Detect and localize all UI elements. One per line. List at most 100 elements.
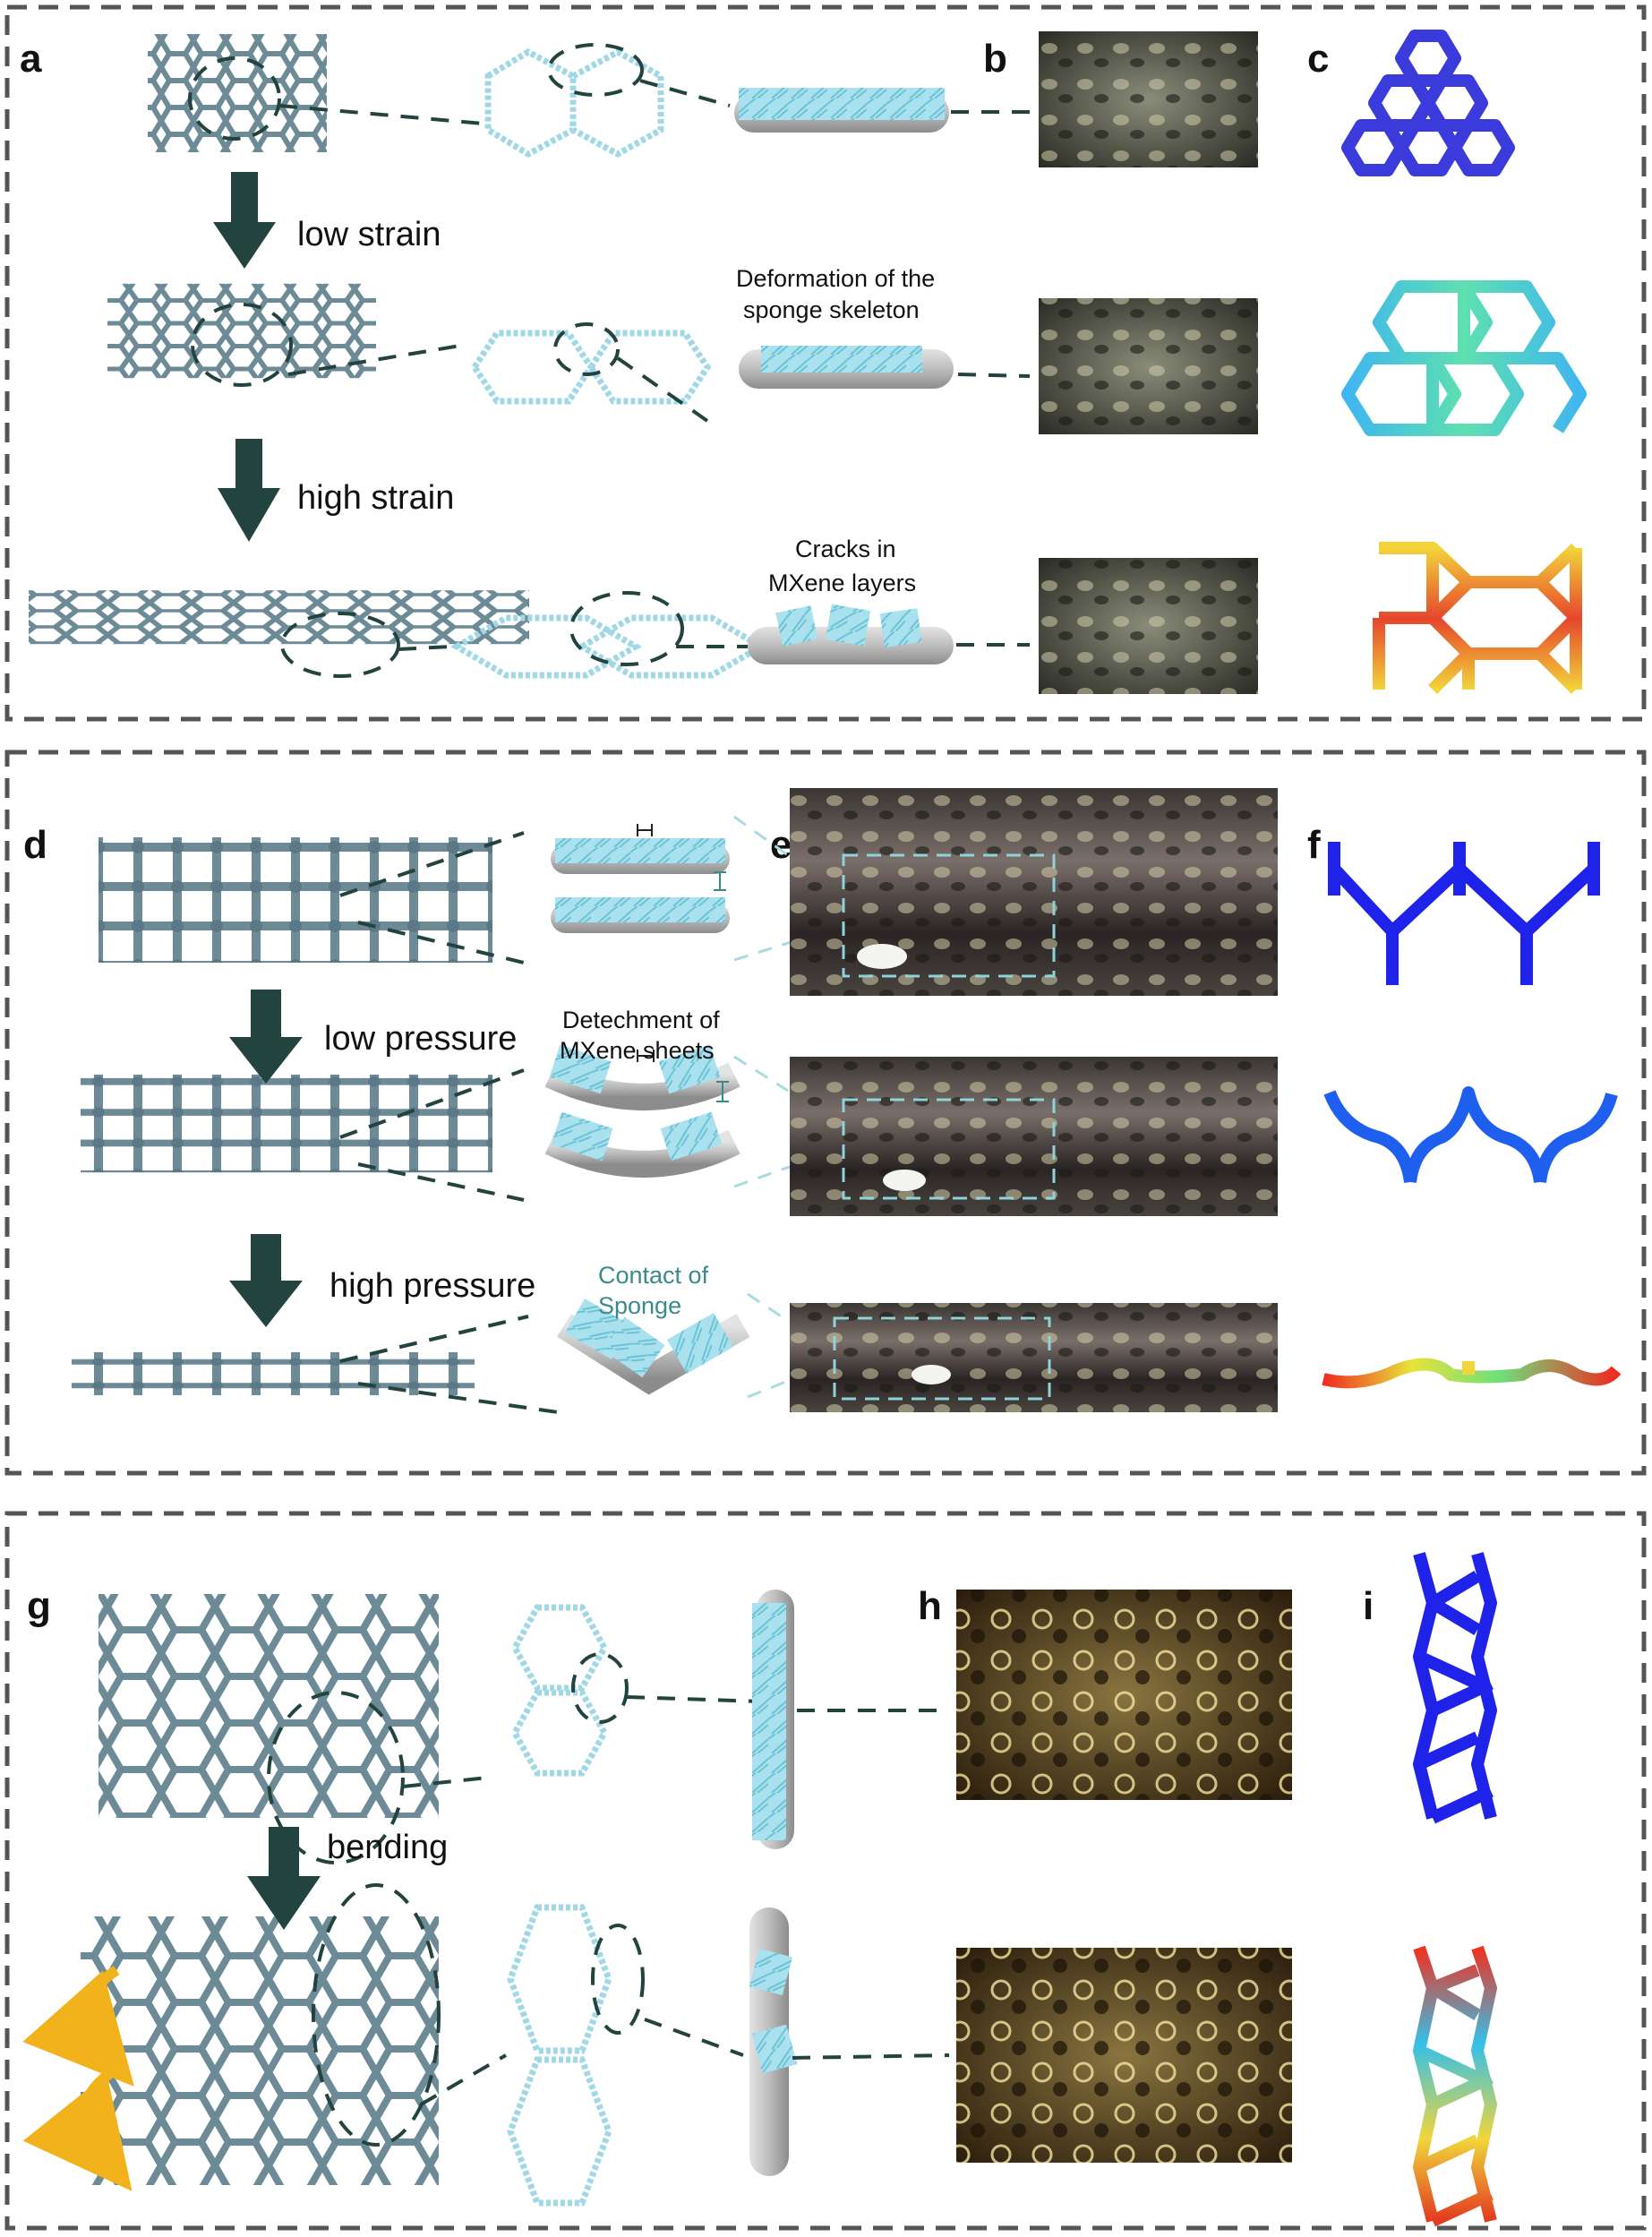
mxene-coating (555, 897, 725, 922)
panel-label-b: b (983, 37, 1007, 81)
process-arrow (229, 1234, 303, 1327)
section-frame (4, 750, 1647, 1476)
sponge-skeleton-high-strain (28, 590, 529, 645)
mxene-flake (879, 608, 922, 647)
zoom-circle (571, 1652, 629, 1724)
photo-texture (1039, 31, 1258, 167)
mxene-flake (751, 2024, 798, 2074)
zoom-circle (312, 1883, 441, 2147)
cell-hexagon (569, 48, 664, 158)
zoom-circle (267, 1691, 405, 1864)
mxene-flake (825, 604, 871, 647)
zoom-guide-line (339, 1315, 529, 1363)
bend-direction-arrow (22, 1966, 134, 2087)
zoom-guide-line (339, 831, 525, 897)
gap-marker (716, 1081, 729, 1102)
arrow-label-low-pressure: low pressure (324, 1020, 517, 1058)
zoom-circle (191, 303, 293, 387)
simulation-unstrained (1341, 30, 1515, 176)
mxene-coating (761, 346, 922, 373)
sponge-lattice-uncompressed (98, 837, 492, 963)
panel-label-a: a (20, 37, 42, 81)
photo-focus-box (833, 1316, 1051, 1401)
simulation-high-pressure (1322, 1358, 1622, 1389)
photo-highlight (883, 1170, 926, 1191)
zoom-guide-line (957, 373, 1031, 378)
panel-label-d: d (23, 823, 47, 867)
gap-marker (637, 1050, 655, 1062)
cell-hexagon (586, 330, 712, 405)
photo-highlight (912, 1365, 951, 1384)
mxene-flake (660, 1111, 723, 1161)
zoom-guide-line (398, 645, 453, 651)
photo-texture (956, 1590, 1292, 1800)
zoom-guide-line (733, 815, 789, 857)
bend-direction-arrow (22, 2064, 133, 2191)
simulation-uncompressed (1328, 842, 1600, 985)
photo-texture (1039, 298, 1258, 434)
process-arrow (218, 439, 280, 542)
mxene-flake (667, 1312, 733, 1375)
zoom-circle (188, 56, 281, 141)
zoom-guide-line (626, 1695, 762, 1703)
zoom-guide-line (733, 1055, 789, 1093)
cell-hexagon (507, 1904, 612, 2054)
cell-hexagon (507, 2056, 612, 2207)
photo-texture (956, 1948, 1292, 2163)
arrow-label-high-pressure: high pressure (330, 1267, 535, 1305)
simulation-bent (1413, 1945, 1497, 2227)
zoom-guide-line (402, 1776, 489, 1788)
cell-hexagon (510, 1604, 609, 1692)
sponge-skeleton-unstrained (148, 34, 327, 152)
cell-hexagon (450, 614, 642, 679)
section-pressure: d e f Detechment of MXene sheets (4, 750, 1647, 1476)
panel-label-i: i (1363, 1584, 1374, 1628)
sponge-skeleton-low-strain (107, 283, 376, 379)
zoom-circle (280, 612, 400, 678)
simulation-low-pressure (1323, 1086, 1618, 1184)
mxene-coating (752, 1603, 786, 1840)
zoom-guide-line (278, 104, 484, 125)
annotation-deformation-line2: sponge skeleton (743, 296, 920, 323)
mxene-flake (658, 1044, 721, 1094)
photo-texture (790, 1057, 1278, 1216)
cell-hexagon (470, 330, 595, 405)
panel-label-h: h (918, 1584, 942, 1628)
panel-label-f: f (1307, 823, 1321, 867)
simulation-flat (1413, 1552, 1497, 1824)
panel-label-e: e (770, 823, 792, 867)
zoom-guide-line (644, 2018, 744, 2057)
mxene-coating (739, 88, 945, 120)
process-arrow (247, 1827, 321, 1930)
annotation-detachment-line1: Detechment of (562, 1007, 720, 1033)
annotation-cracks-line2: MXene layers (768, 570, 916, 596)
zoom-guide-line (747, 1292, 789, 1323)
cell-hexagon (510, 1689, 609, 1777)
sponge-honeycomb-bent (81, 1916, 439, 2185)
sponge-lattice-high-pressure (72, 1352, 475, 1395)
mxene-flake (602, 1316, 665, 1378)
simulation-high-strain (1373, 542, 1582, 694)
zoom-guide-line (339, 1068, 525, 1139)
mxene-flake (775, 605, 818, 647)
cell-hexagon (576, 614, 767, 679)
mxene-flake (749, 1948, 793, 1996)
sponge-lattice-low-pressure (81, 1075, 492, 1173)
panel-label-c: c (1307, 37, 1329, 81)
photo-focus-box (842, 853, 1056, 978)
zoom-guide-line (357, 1382, 565, 1415)
arrow-label-low-strain: low strain (297, 216, 441, 253)
arrow-label-bending: bending (327, 1829, 448, 1866)
photo-texture (790, 788, 1278, 996)
gap-marker (714, 871, 726, 891)
zoom-guide-line (639, 79, 731, 107)
mxene-coating (555, 838, 725, 863)
sponge-honeycomb-flat (98, 1594, 439, 1818)
photo-texture (790, 1303, 1278, 1412)
zoom-circle (547, 43, 644, 97)
cell-hexagon (484, 47, 577, 159)
mxene-flake (551, 1111, 613, 1161)
zoom-circle (591, 1924, 645, 2035)
annotation-deformation-line1: Deformation of the (736, 265, 935, 292)
